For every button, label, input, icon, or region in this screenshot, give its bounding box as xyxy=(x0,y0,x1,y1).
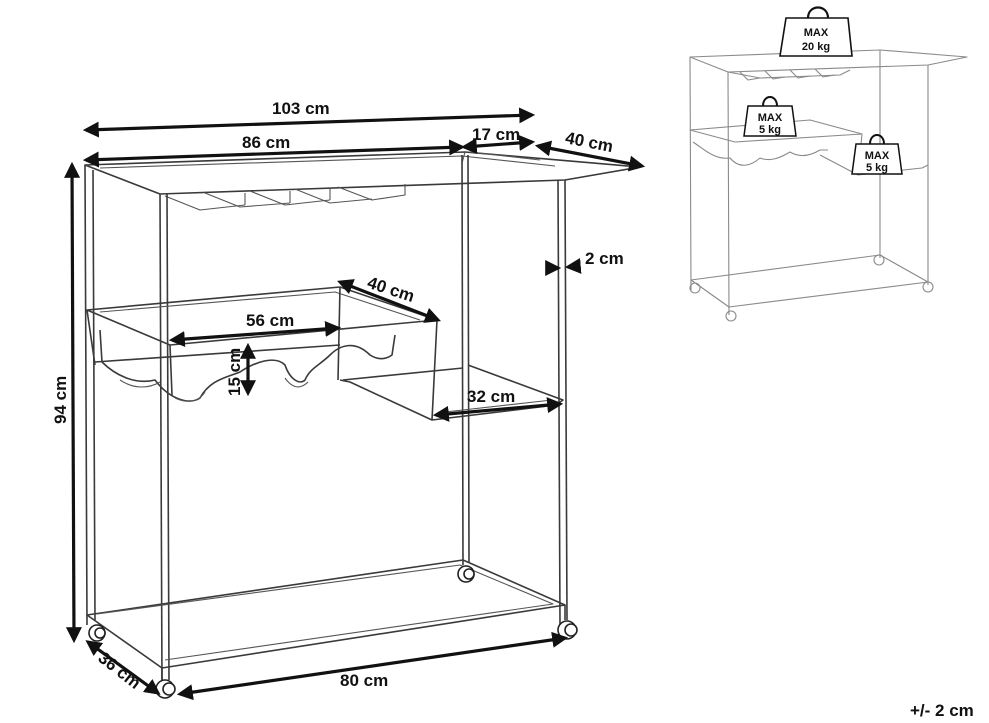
label-side-shelf-width: 32 cm xyxy=(467,387,515,406)
side-shelf xyxy=(339,319,564,421)
cart-base xyxy=(86,559,566,685)
weight-side-line1: MAX xyxy=(865,150,890,162)
weight-top-line1: MAX xyxy=(804,27,829,39)
wine-rack-waves xyxy=(99,329,396,402)
label-frame-thickness: 2 cm xyxy=(585,249,624,268)
label-total-width: 103 cm xyxy=(272,99,330,118)
label-wine-rack-width: 56 cm xyxy=(246,311,294,330)
weight-side-line2: 5 kg xyxy=(866,162,888,174)
label-base-depth: 36 cm xyxy=(95,648,145,693)
weight-icon-top: MAX 20 kg xyxy=(779,6,853,57)
label-total-height: 94 cm xyxy=(51,376,70,424)
tolerance-note: +/- 2 cm xyxy=(910,701,974,720)
cart-legs xyxy=(84,154,568,686)
weight-top-line2: 20 kg xyxy=(802,41,830,53)
label-wine-rack-height: 15 cm xyxy=(225,348,244,396)
weight-middle-line1: MAX xyxy=(758,112,783,124)
dimension-lines xyxy=(64,107,646,701)
weight-icon-middle: MAX 5 kg xyxy=(743,96,797,137)
label-side-tray-width: 17 cm xyxy=(472,125,520,144)
label-top-tray-width: 86 cm xyxy=(242,133,290,152)
thumbnail-cart-drawing xyxy=(689,49,968,322)
middle-shelf xyxy=(86,286,438,402)
weight-icon-side: MAX 5 kg xyxy=(851,134,903,175)
label-base-width: 80 cm xyxy=(340,671,388,690)
glass-holder-rails xyxy=(164,184,406,211)
weight-middle-line2: 5 kg xyxy=(759,124,781,136)
main-cart-drawing xyxy=(84,151,641,699)
